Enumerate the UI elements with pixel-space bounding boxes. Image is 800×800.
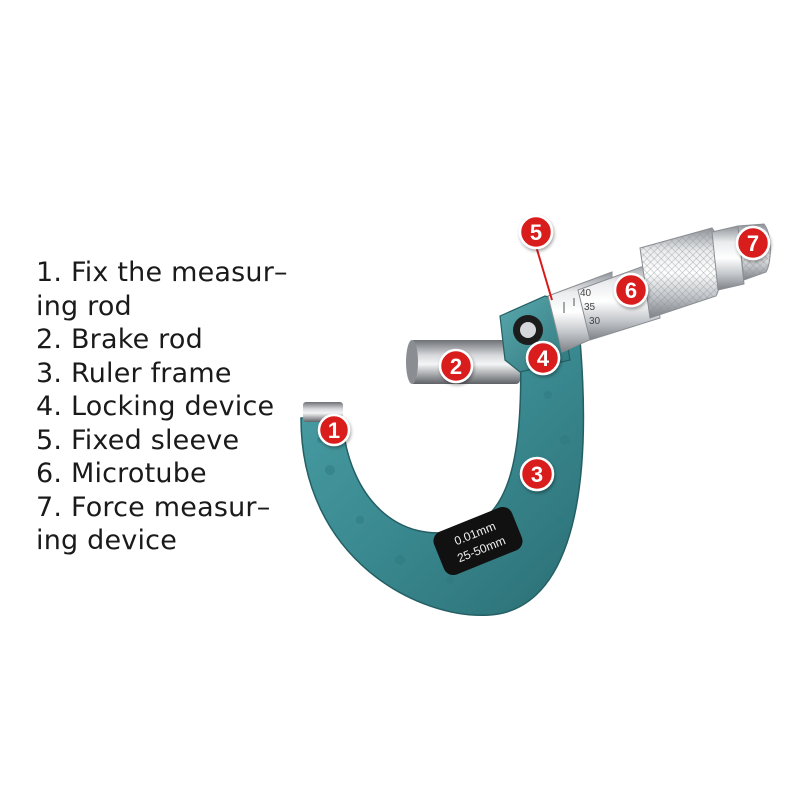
thimble: 40 35 30 xyxy=(578,228,721,340)
marker-7-number: 7 xyxy=(747,231,759,256)
legend-line: 4. Locking device xyxy=(36,390,316,424)
legend-line: 6. Microtube xyxy=(36,457,316,491)
marker-1: 1 xyxy=(319,415,349,445)
parts-legend: 1. Fix the measur– ing rod 2. Brake rod … xyxy=(36,256,316,558)
marker-6: 6 xyxy=(615,274,647,306)
legend-line: 2. Brake rod xyxy=(36,323,316,357)
marker-4: 4 xyxy=(527,342,559,374)
legend-line: ing device xyxy=(36,524,316,558)
scale-number: 40 xyxy=(580,288,592,299)
marker-2-number: 2 xyxy=(450,354,462,379)
scale-number: 35 xyxy=(584,302,596,313)
marker-7: 7 xyxy=(737,227,769,259)
marker-1-number: 1 xyxy=(328,418,340,443)
legend-line: 1. Fix the measur– xyxy=(36,256,316,290)
marker-6-number: 6 xyxy=(625,278,637,303)
marker-5: 5 xyxy=(520,216,552,248)
marker-4-number: 4 xyxy=(537,346,550,371)
marker-3: 3 xyxy=(521,458,553,490)
marker-5-number: 5 xyxy=(530,220,542,245)
legend-line: ing rod xyxy=(36,290,316,324)
marker-2: 2 xyxy=(440,350,472,382)
legend-line: 7. Force measur– xyxy=(36,491,316,525)
marker-5-leader xyxy=(536,246,552,300)
legend-line: 5. Fixed sleeve xyxy=(36,424,316,458)
marker-3-number: 3 xyxy=(531,462,543,487)
legend-line: 3. Ruler frame xyxy=(36,357,316,391)
scale-number: 30 xyxy=(589,316,601,327)
